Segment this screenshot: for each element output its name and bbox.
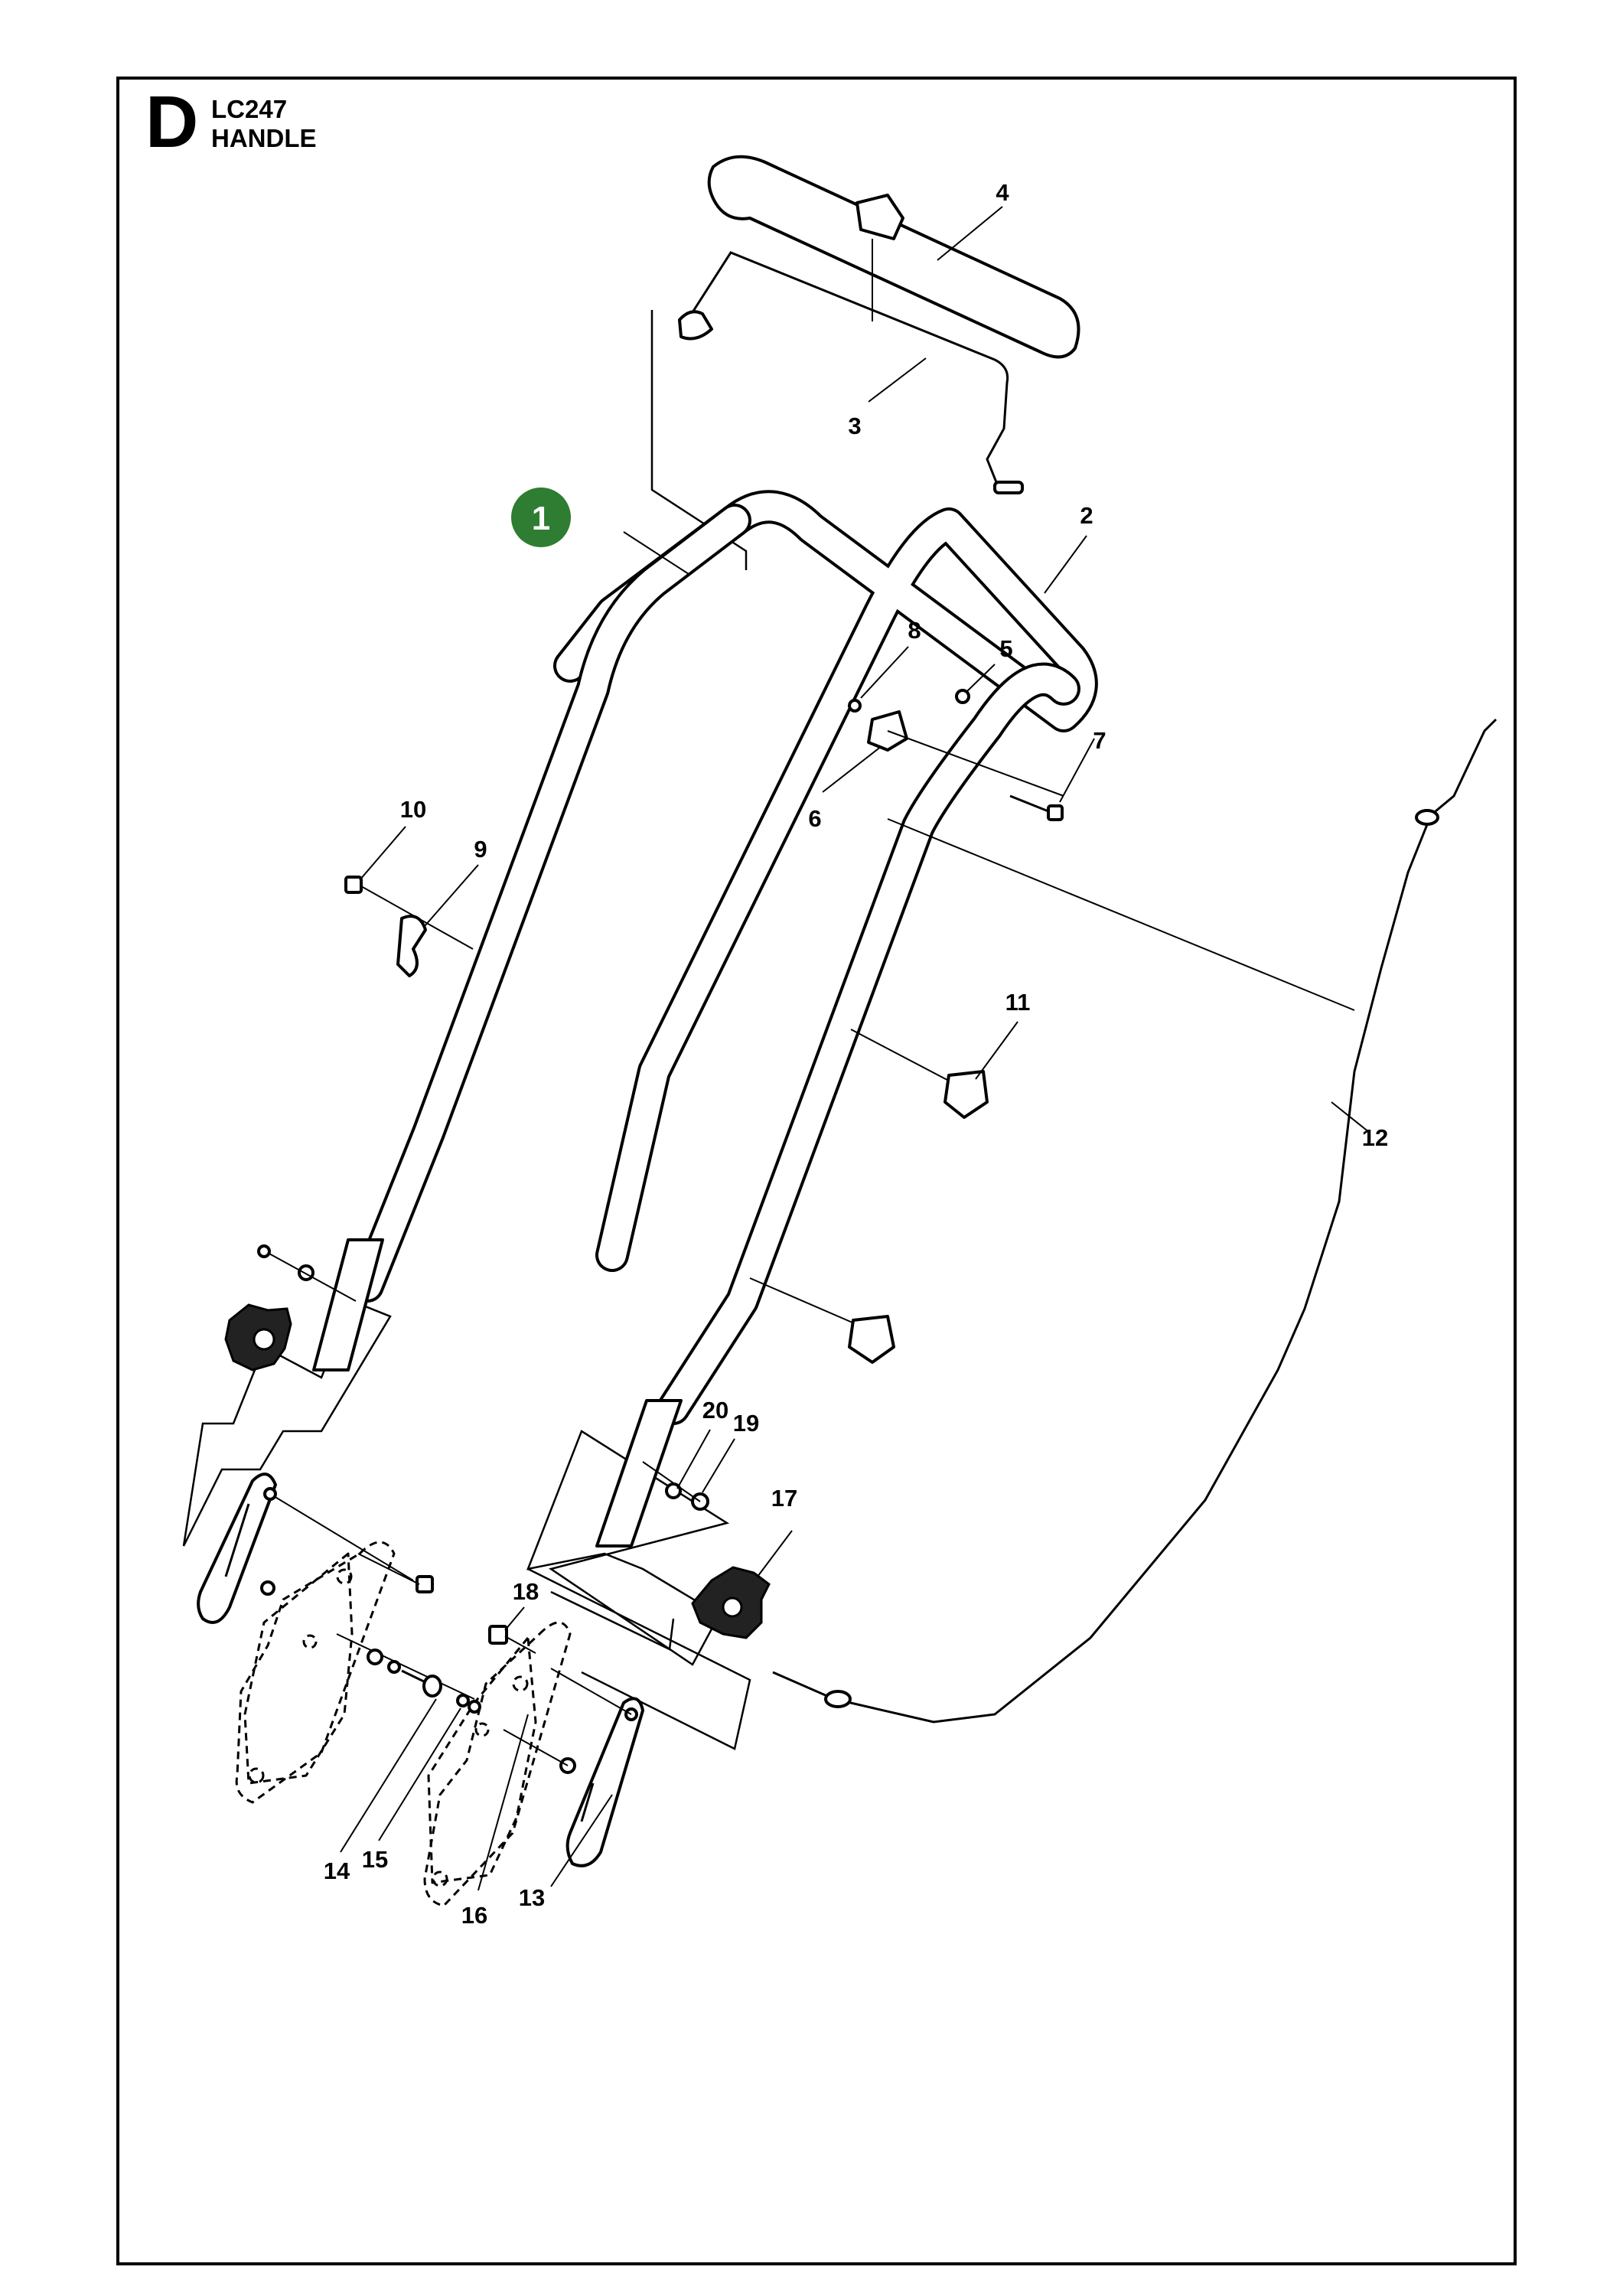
callout-6: 6: [808, 805, 821, 832]
callout-10: 10: [400, 796, 426, 823]
callout-4: 4: [996, 179, 1009, 206]
callout-17: 17: [771, 1485, 797, 1512]
model-name: LC247: [211, 95, 288, 123]
washer-stack-icon: [336, 1633, 481, 1714]
callout-19: 19: [733, 1410, 759, 1437]
leader-lines: [340, 206, 1370, 1891]
callout-5: 5: [999, 635, 1012, 662]
assembly-outline-upper: [650, 310, 748, 570]
callout-11: 11: [1005, 989, 1031, 1016]
cable-clip-icon-11: [850, 1029, 989, 1119]
callout-12: 12: [1362, 1124, 1388, 1151]
control-bar-icon: [678, 251, 1024, 494]
knob-icon-left: [224, 1244, 357, 1371]
bolt-icon-left: [357, 1553, 434, 1593]
diagram-frame: [116, 77, 1517, 2265]
lower-handle-left-icon: [312, 504, 751, 1371]
callout-13: 13: [519, 1884, 545, 1911]
cable-clip-icon: [848, 689, 1064, 797]
assembly-outline-left: [182, 1300, 392, 1547]
cable-clip-icon-lower: [749, 1277, 895, 1364]
callout-2: 2: [1080, 502, 1093, 529]
bracket-plate-icon-right: [503, 1668, 644, 1867]
callout-15: 15: [362, 1846, 388, 1873]
marker-label: 1: [532, 500, 550, 537]
callout-18: 18: [513, 1578, 539, 1605]
washer-icon-20: [665, 1482, 682, 1499]
callout-9: 9: [474, 836, 487, 863]
upper-handle-icon: [553, 490, 1098, 1272]
bolt-icon-18: [488, 1625, 536, 1654]
callout-20: 20: [702, 1397, 728, 1424]
callout-8: 8: [908, 617, 921, 644]
dashed-bracket-icon-left: [235, 1541, 396, 1804]
callout-14: 14: [324, 1857, 350, 1884]
bolt-icon-7: [1009, 794, 1064, 821]
bolt-icon-10: [344, 876, 474, 977]
section-letter: D: [145, 81, 199, 163]
knob-icon-right: [691, 1566, 771, 1639]
bracket-plate-icon-left: [197, 1473, 414, 1624]
callout-16: 16: [461, 1902, 487, 1929]
dashed-bracket-icon-right: [423, 1621, 572, 1907]
handle-grip-icon: [707, 155, 1080, 359]
group-title: HANDLE: [211, 124, 317, 152]
callout-marker-1: 1: [511, 488, 571, 547]
callout-3: 3: [848, 413, 861, 439]
lower-handle-right-icon: [595, 662, 1080, 1548]
callout-7: 7: [1093, 727, 1106, 754]
callout-labels: 2 3 4 5 6 7 8 9 10 11 12 13 14 15 16 17 …: [324, 179, 1388, 1929]
nut-icon-19: [642, 1461, 709, 1511]
cable-icon: [772, 718, 1498, 1724]
